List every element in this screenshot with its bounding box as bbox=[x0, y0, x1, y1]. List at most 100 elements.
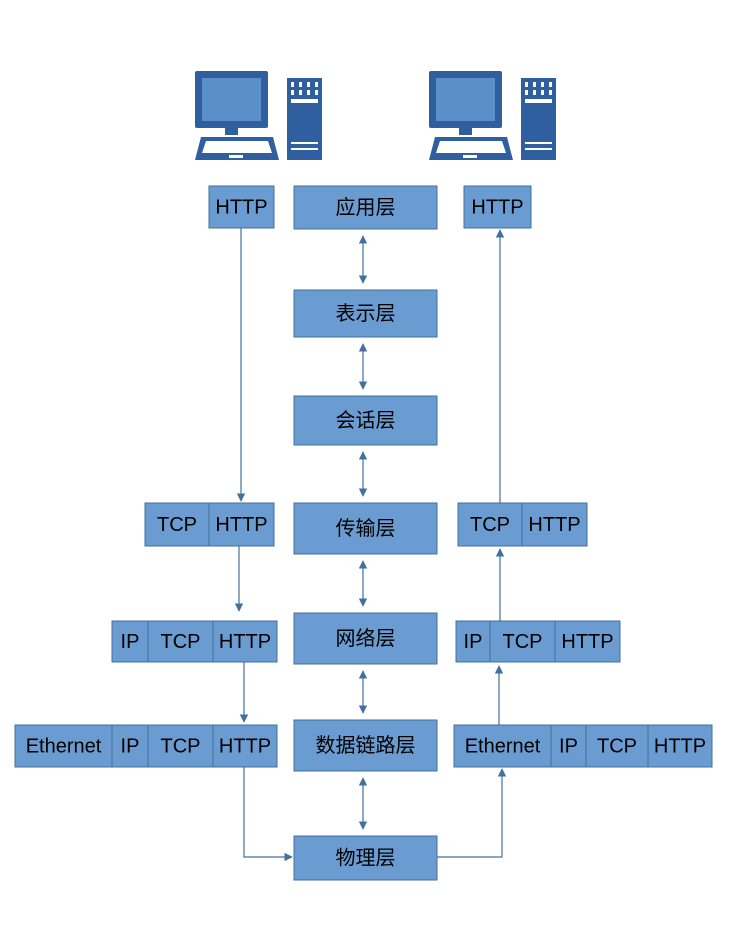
left-tower-vent bbox=[315, 82, 318, 87]
right-network-ip-box-rect bbox=[455, 620, 491, 663]
osi-layer-presentation-rect bbox=[293, 289, 438, 338]
right-keyboard-panel bbox=[436, 141, 506, 153]
left-tower-slot bbox=[291, 99, 318, 103]
right-tower-slot bbox=[525, 99, 552, 103]
left-datalink-ethernet-box: Ethernet bbox=[14, 724, 113, 768]
right-datalink-ip-box-rect bbox=[550, 724, 587, 768]
left-network-ip-box: IP bbox=[111, 620, 149, 663]
left-datalink-ethernet-box-rect bbox=[14, 724, 113, 768]
right-datalink-http-box-label: HTTP bbox=[654, 735, 706, 757]
right-tower-vent bbox=[525, 82, 528, 87]
right-tower-vent bbox=[525, 90, 528, 95]
left-datalink-tcp-box-label: TCP bbox=[161, 735, 201, 757]
osi-layer-physical-rect bbox=[293, 835, 438, 881]
left-transport-http-box-label: HTTP bbox=[215, 514, 267, 536]
right-application-http-box-label: HTTP bbox=[471, 196, 523, 218]
left-datalink-http-box: HTTP bbox=[212, 724, 278, 768]
osi-layer-network: 网络层 bbox=[293, 612, 438, 665]
osi-layer-transport-rect bbox=[293, 502, 438, 555]
osi-layer-transport-label: 传输层 bbox=[336, 517, 396, 540]
right-datalink-tcp-box-label: TCP bbox=[597, 735, 637, 757]
right-datalink-http-box: HTTP bbox=[647, 724, 713, 768]
left-tower-vent bbox=[291, 90, 294, 95]
osi-layer-application-rect bbox=[293, 185, 438, 230]
left-datalink-tcp-box: TCP bbox=[147, 724, 214, 768]
right-network-ip-box: IP bbox=[455, 620, 491, 663]
left-trackpad bbox=[229, 155, 243, 158]
right-tower-vent bbox=[533, 90, 536, 95]
osi-layer-network-label: 网络层 bbox=[336, 627, 396, 650]
left-network-http-box-label: HTTP bbox=[219, 631, 271, 653]
right-trackpad bbox=[463, 155, 477, 158]
left-tower-vent bbox=[299, 82, 302, 87]
left-tower-vent bbox=[307, 90, 310, 95]
osi-layer-session-label: 会话层 bbox=[336, 409, 396, 432]
osi-layer-presentation: 表示层 bbox=[293, 289, 438, 338]
left-network-tcp-box: TCP bbox=[147, 620, 214, 663]
left-tower-vent bbox=[291, 82, 294, 87]
right-network-tcp-box: TCP bbox=[489, 620, 556, 663]
right-tower-vent bbox=[549, 82, 552, 87]
left-transport-tcp-box-label: TCP bbox=[157, 514, 197, 536]
left-drive-bay bbox=[291, 148, 318, 150]
right-network-http-box-rect bbox=[554, 620, 621, 663]
osi-layer-network-rect bbox=[293, 612, 438, 665]
left-datalink-ip-box-label: IP bbox=[121, 735, 140, 757]
left-tower-vent bbox=[315, 90, 318, 95]
osi-layer-datalink-rect bbox=[293, 719, 438, 772]
right-application-http-box: HTTP bbox=[463, 185, 532, 229]
right-transport-http-box: HTTP bbox=[521, 502, 588, 547]
right-network-tcp-box-label: TCP bbox=[503, 631, 543, 653]
right-network-ip-box-label: IP bbox=[464, 631, 483, 653]
left-transport-http-box: HTTP bbox=[208, 502, 275, 547]
left-screen bbox=[202, 78, 261, 121]
right-datalink-tcp-box-rect bbox=[585, 724, 649, 768]
left-transport-tcp-box-rect bbox=[144, 502, 210, 547]
right-datalink-ethernet-box-rect bbox=[453, 724, 552, 768]
left-datalink-http-box-rect bbox=[212, 724, 278, 768]
right-tower-vent bbox=[541, 82, 544, 87]
right-transport-tcp-box: TCP bbox=[457, 502, 523, 547]
osi-layer-application-label: 应用层 bbox=[336, 196, 396, 219]
left-drive-bay bbox=[291, 142, 318, 144]
right-datalink-ip-box: IP bbox=[550, 724, 587, 768]
right-monitor-stand bbox=[459, 128, 472, 135]
left-application-http-box-label: HTTP bbox=[215, 196, 267, 218]
left-datalink-http-box-label: HTTP bbox=[219, 735, 271, 757]
right-drive-bay bbox=[525, 142, 552, 144]
left-tower-vent bbox=[307, 82, 310, 87]
right-tower-vent bbox=[533, 82, 536, 87]
right-datalink-http-box-rect bbox=[647, 724, 713, 768]
left-datalink-tcp-box-rect bbox=[147, 724, 214, 768]
left-application-http-box-rect bbox=[208, 185, 275, 229]
osi-layer-transport: 传输层 bbox=[293, 502, 438, 555]
osi-layer-physical-label: 物理层 bbox=[336, 846, 396, 869]
left-network-ip-box-rect bbox=[111, 620, 149, 663]
osi-layer-session: 会话层 bbox=[293, 395, 438, 446]
left-tower-vent bbox=[299, 90, 302, 95]
left-computer-icon bbox=[195, 71, 322, 160]
left-network-tcp-box-label: TCP bbox=[161, 631, 201, 653]
right-transport-tcp-box-rect bbox=[457, 502, 523, 547]
osi-layer-application: 应用层 bbox=[293, 185, 438, 230]
osi-layer-datalink-label: 数据链路层 bbox=[316, 734, 416, 757]
right-computer-icon bbox=[429, 71, 556, 160]
left-network-ip-box-label: IP bbox=[121, 631, 140, 653]
right-flow-physical-to-datalink bbox=[437, 768, 507, 858]
right-tower-vent bbox=[541, 90, 544, 95]
right-datalink-ethernet-box: Ethernet bbox=[453, 724, 552, 768]
right-drive-bay bbox=[525, 148, 552, 150]
left-transport-tcp-box: TCP bbox=[144, 502, 210, 547]
left-flow-datalink-to-physical bbox=[243, 767, 293, 862]
left-network-http-box: HTTP bbox=[212, 620, 278, 663]
right-application-http-box-rect bbox=[463, 185, 532, 229]
right-screen bbox=[436, 78, 495, 121]
osi-layer-session-rect bbox=[293, 395, 438, 446]
osi-layer-presentation-label: 表示层 bbox=[336, 302, 396, 325]
right-network-http-box-label: HTTP bbox=[561, 631, 613, 653]
right-datalink-ip-box-label: IP bbox=[559, 735, 578, 757]
right-tower-vent bbox=[549, 90, 552, 95]
right-transport-http-box-label: HTTP bbox=[528, 514, 580, 536]
right-transport-http-box-rect bbox=[521, 502, 588, 547]
